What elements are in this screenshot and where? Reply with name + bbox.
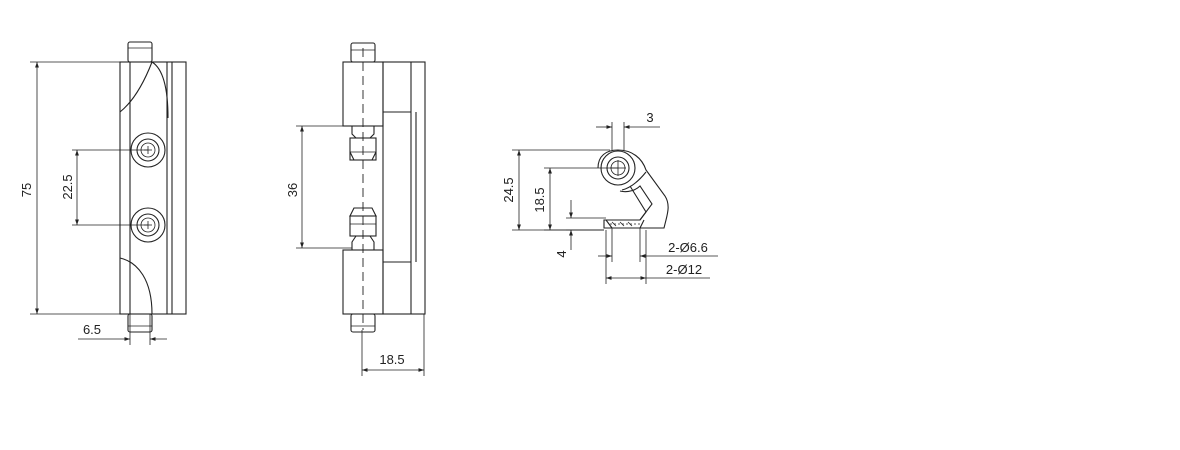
side-view: 36 18.5	[285, 42, 426, 376]
profile-counterbore-section	[605, 219, 645, 229]
label-hole-outer-diameter: 2-Ø12	[666, 262, 702, 277]
dimension-pin-gap: 36	[285, 125, 352, 249]
dimension-hole-spacing: 22.5	[60, 149, 148, 226]
front-view: 75 22.5 6.5	[19, 41, 187, 345]
dimension-hole-center-height: 18.5	[532, 167, 618, 231]
dimension-base-thickness: 4	[554, 200, 606, 258]
label-hole-center-height: 18.5	[532, 187, 547, 212]
profile-view: 3 24.5 18.5 4	[501, 110, 718, 284]
dimension-hole-outer-diameter: 2-Ø12	[605, 230, 710, 284]
side-lower-pin-end	[349, 207, 377, 250]
front-top-knuckle-curve	[151, 61, 169, 119]
label-base-thickness: 4	[554, 250, 569, 257]
dimension-hole-inner-diameter: 2-Ø6.6	[598, 228, 718, 262]
dimension-total-height: 75	[19, 61, 122, 315]
front-top-pin	[127, 41, 153, 63]
label-side-width: 18.5	[379, 352, 404, 367]
side-leaf-plate	[382, 61, 426, 315]
label-profile-height: 24.5	[501, 177, 516, 202]
dimension-leaf-offset: 6.5	[78, 314, 167, 345]
front-bottom-knuckle-curve	[119, 257, 153, 315]
dimension-top-offset: 3	[596, 110, 660, 150]
front-bottom-pin	[127, 313, 153, 333]
label-top-offset: 3	[646, 110, 653, 125]
label-hole-inner-diameter: 2-Ø6.6	[668, 240, 708, 255]
label-hole-spacing: 22.5	[60, 174, 75, 199]
label-leaf-offset: 6.5	[83, 322, 101, 337]
label-pin-gap: 36	[285, 183, 300, 197]
label-total-height: 75	[19, 183, 34, 197]
profile-outline	[597, 149, 669, 229]
dimension-side-width: 18.5	[361, 314, 425, 376]
